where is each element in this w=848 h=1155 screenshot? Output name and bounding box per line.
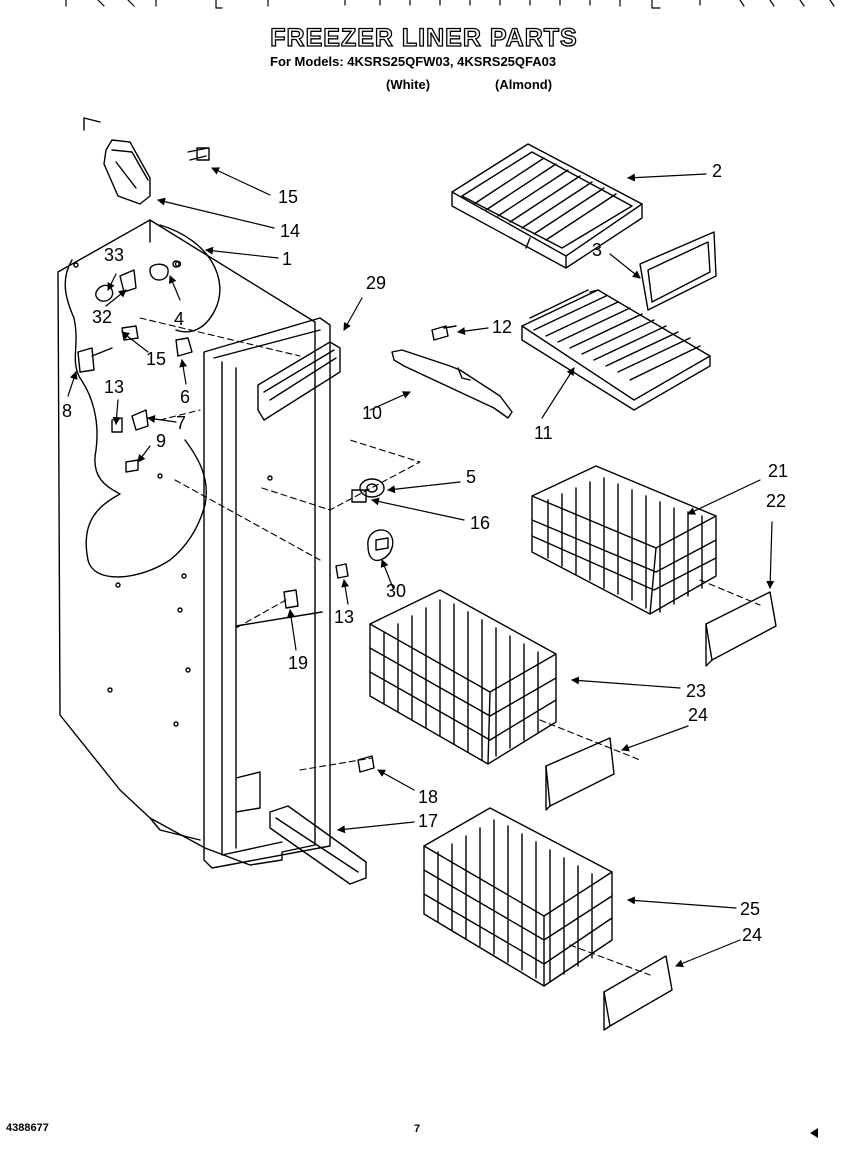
top-wire-grille-2 bbox=[452, 144, 642, 268]
callout-6: 6 bbox=[180, 387, 191, 407]
callout-13b: 13 bbox=[334, 607, 355, 627]
wire-basket-21 bbox=[532, 466, 716, 614]
wire-basket-23 bbox=[370, 590, 556, 764]
wire-shelf-11 bbox=[522, 290, 710, 410]
callout-23: 23 bbox=[686, 681, 707, 701]
callout-29: 29 bbox=[366, 273, 387, 293]
top-bracket bbox=[104, 140, 209, 204]
shelf-support-rail-10 bbox=[392, 326, 512, 418]
callout-3: 3 bbox=[592, 240, 603, 260]
front-rail-17 bbox=[270, 756, 374, 884]
callout-10: 10 bbox=[362, 403, 383, 423]
callout-16: 16 bbox=[470, 513, 491, 533]
callout-18: 18 bbox=[418, 787, 439, 807]
top-edge-marks bbox=[66, 0, 834, 8]
callout-13a: 13 bbox=[104, 377, 125, 397]
callout-19: 19 bbox=[288, 653, 309, 673]
callout-12: 12 bbox=[492, 317, 513, 337]
callout-33: 33 bbox=[104, 245, 125, 265]
freezer-liner-cabinet bbox=[58, 118, 330, 868]
front-panel-24a bbox=[546, 738, 614, 810]
document-number: 4388677 bbox=[6, 1122, 49, 1134]
light-socket-assembly bbox=[78, 261, 192, 472]
callout-9: 9 bbox=[156, 431, 167, 451]
callout-21: 21 bbox=[768, 461, 789, 481]
callout-24a: 24 bbox=[688, 705, 709, 725]
callout-24b: 24 bbox=[742, 925, 763, 945]
callout-30: 30 bbox=[386, 581, 407, 601]
callout-17: 17 bbox=[418, 811, 439, 831]
assembly-dashes bbox=[140, 318, 760, 975]
callout-7: 7 bbox=[176, 413, 187, 433]
callout-8: 8 bbox=[62, 401, 73, 421]
callout-32: 32 bbox=[92, 307, 113, 327]
page-number: 7 bbox=[414, 1123, 421, 1135]
diagram-title: FREEZER LINER PARTS bbox=[270, 23, 578, 52]
leader-lines bbox=[68, 167, 775, 968]
front-panel-24b bbox=[604, 956, 672, 1030]
color-label-almond: (Almond) bbox=[495, 77, 553, 92]
callout-15a: 15 bbox=[278, 187, 299, 207]
models-line: For Models: 4KSRS25QFW03, 4KSRS25QFA03 bbox=[270, 54, 557, 69]
callout-11: 11 bbox=[534, 423, 553, 443]
callout-1: 1 bbox=[282, 249, 293, 269]
trim-frame-3 bbox=[640, 232, 716, 310]
front-panel-22 bbox=[706, 592, 776, 666]
light-shield-29 bbox=[258, 342, 340, 420]
color-label-white: (White) bbox=[386, 77, 431, 92]
callout-22: 22 bbox=[766, 491, 787, 511]
callout-4: 4 bbox=[174, 309, 185, 329]
callout-14: 14 bbox=[280, 221, 301, 241]
control-knobs bbox=[284, 479, 393, 608]
callout-2: 2 bbox=[712, 161, 723, 181]
wire-basket-25 bbox=[424, 808, 612, 986]
callout-15b: 15 bbox=[146, 349, 167, 369]
callout-5: 5 bbox=[466, 467, 477, 487]
edge-mark-icon bbox=[810, 1128, 818, 1138]
callout-25: 25 bbox=[740, 899, 761, 919]
